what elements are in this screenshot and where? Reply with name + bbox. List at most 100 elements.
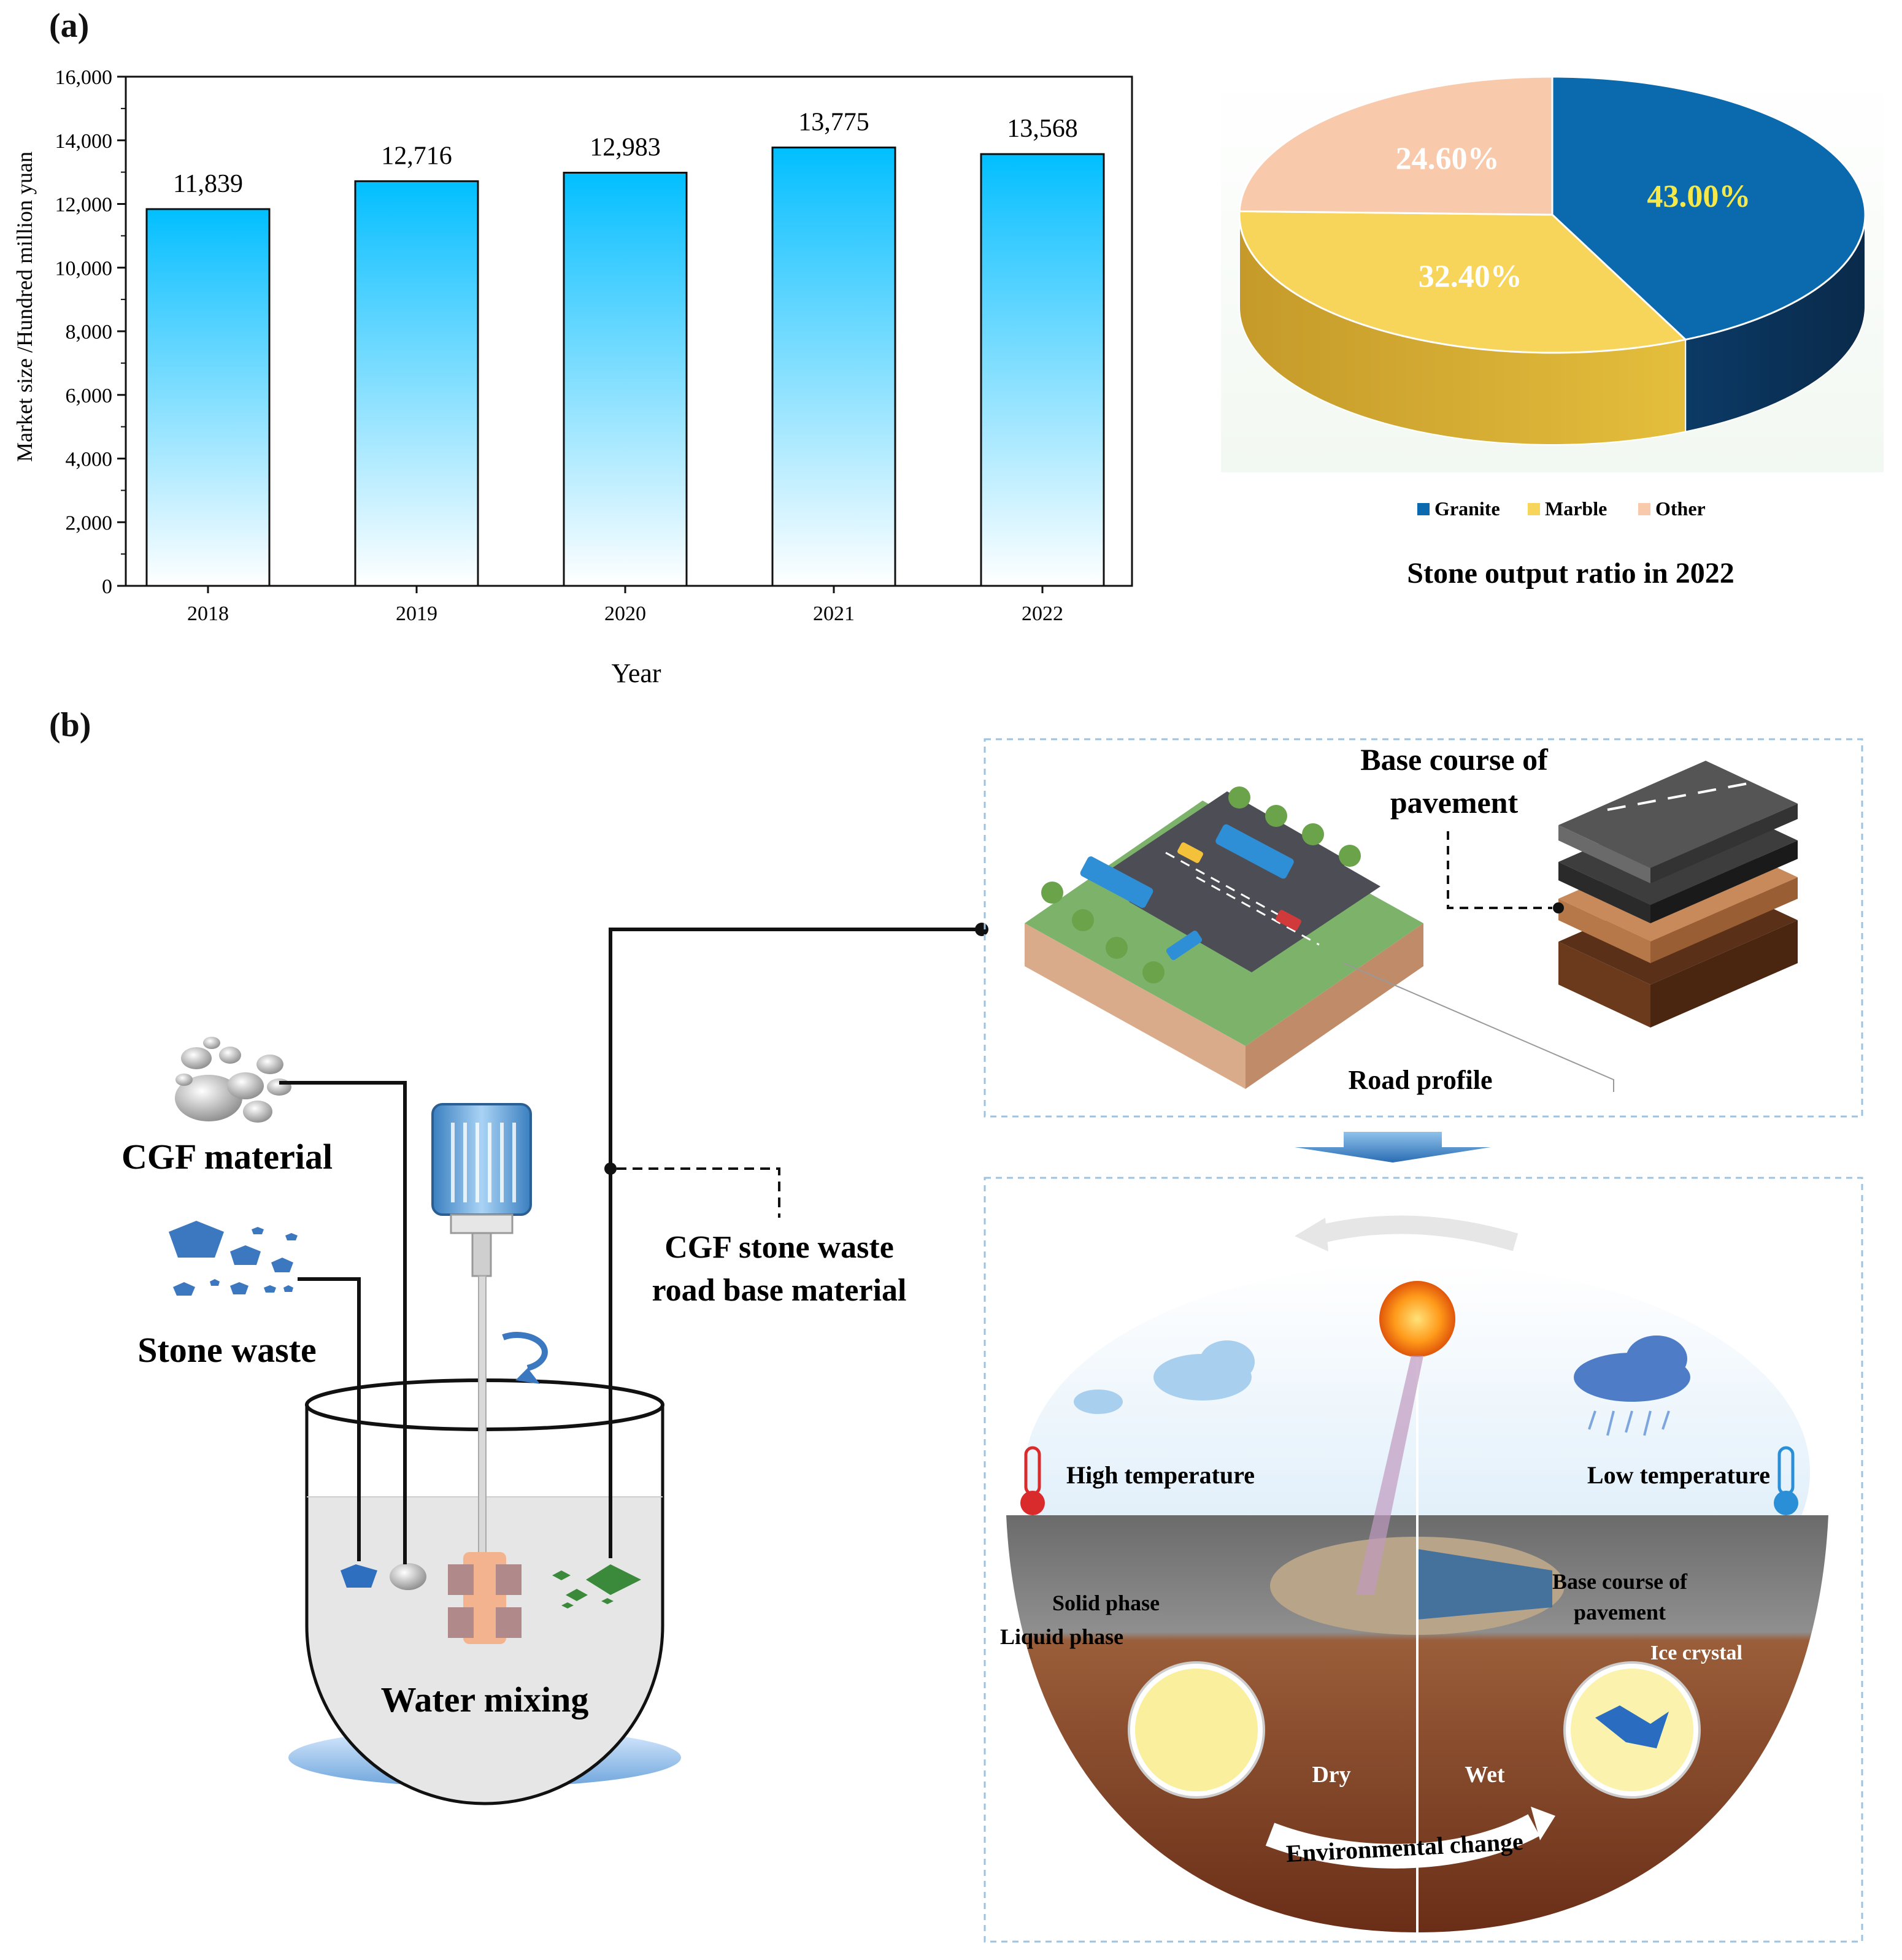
y-tick-label: 4,000 [66, 448, 113, 471]
dry-label: Dry [1312, 1762, 1350, 1788]
road-base-material-in-vessel-icon [552, 1564, 641, 1608]
bar-chart-xlabel: Year [611, 658, 661, 688]
base-course-2-label-line1: Base course of [1552, 1569, 1688, 1594]
bar [354, 180, 479, 587]
pavement-layers [1558, 761, 1798, 1028]
liquid-phase-label: Liquid phase [1000, 1624, 1123, 1649]
legend-swatch [1528, 503, 1540, 515]
high-temperature-label: High temperature [1066, 1461, 1255, 1489]
connector-dot-material [604, 1163, 617, 1175]
solid-phase-label: Solid phase [1052, 1591, 1160, 1615]
sun-ray [1356, 1356, 1423, 1595]
bar-value-label: 12,716 [381, 142, 452, 170]
rotation-arrowhead-icon [515, 1368, 540, 1384]
ice-crystal-shape [1595, 1705, 1669, 1748]
stirrer-motor [431, 1103, 532, 1559]
y-tick-label: 0 [102, 575, 112, 598]
pie-slice [1238, 75, 1554, 216]
rain-cloud-icon [1574, 1335, 1690, 1436]
connector-dot-road [975, 923, 988, 936]
base-course-block [1417, 1549, 1552, 1620]
dashed-leader-base-course [1447, 831, 1552, 909]
stone-waste-icon [169, 1221, 298, 1296]
thermometer-cold-icon [1774, 1446, 1798, 1515]
bar-value-label: 11,839 [173, 170, 243, 198]
environmental-change-arrow-icon [1265, 1814, 1540, 1869]
stirrer-paddle [448, 1552, 522, 1644]
y-tick-label: 8,000 [66, 321, 113, 344]
ice-crystal-label: Ice crystal [1650, 1642, 1742, 1664]
bar-value-label: 13,568 [1007, 115, 1078, 143]
legend-swatch [1417, 503, 1430, 515]
x-tick-label: 2021 [813, 602, 855, 625]
base-course-2-label-line2: pavement [1574, 1600, 1666, 1624]
stone-waste-label: Stone waste [137, 1330, 317, 1370]
base-course-label-line1: Base course of [1360, 742, 1549, 777]
pie-value-label: 32.40% [1419, 259, 1522, 294]
pie-value-labels: 43.00% 32.40% 24.60% [1396, 141, 1751, 294]
environmental-change-arrowhead-icon [1531, 1807, 1555, 1840]
stone-waste-in-vessel-icon [341, 1564, 377, 1588]
sun-icon [1379, 1281, 1455, 1357]
y-tick-label: 16,000 [55, 66, 113, 89]
y-tick-label: 10,000 [55, 257, 113, 280]
pie-slice [1238, 210, 1688, 354]
cgf-material-label: CGF material [121, 1137, 333, 1177]
legend-label: Other [1655, 498, 1706, 520]
process-diagram: CGF material Stone waste [121, 738, 1863, 1943]
cycle-arrowhead-icon [1295, 1218, 1328, 1251]
road-base-material-label-line2: road base material [652, 1273, 907, 1308]
cycle-arrow-icon [1323, 1215, 1519, 1251]
panel-label-a: (a) [49, 7, 90, 45]
pie-legend: Granite Marble Other [1417, 498, 1706, 520]
bar-chart: 0 2,000 4,000 6,000 8,000 10,000 12,000 14,000 1… [12, 66, 1133, 688]
bar-value-label: 12,983 [590, 134, 661, 162]
thermometer-hot-icon [1020, 1446, 1045, 1515]
cgf-material-icon [175, 1037, 291, 1123]
road-box [984, 738, 1863, 1118]
cgf-in-vessel-icon [390, 1563, 426, 1590]
y-tick-label: 2,000 [66, 512, 113, 534]
pie-value-label: 24.60% [1396, 141, 1500, 176]
legend-label: Granite [1434, 498, 1500, 520]
pie-chart: 43.00% 32.40% 24.60% Granite Marble Other St… [1221, 74, 1884, 590]
connector-lines [279, 928, 982, 1564]
legend-label: Marble [1545, 498, 1607, 520]
bar-chart-axes: 0 2,000 4,000 6,000 8,000 10,000 12,000 14,000 1… [55, 66, 1133, 625]
road-base-material-label-line1: CGF stone waste [664, 1230, 894, 1265]
x-tick-label: 2022 [1022, 602, 1063, 625]
pie-value-label: 43.00% [1647, 179, 1750, 214]
road-profile-label: Road profile [1348, 1065, 1492, 1095]
road-illustration [1025, 786, 1423, 1089]
pie-slices [1238, 75, 1866, 445]
dashed-leader-material [617, 1167, 780, 1218]
y-tick-label: 6,000 [66, 385, 113, 407]
environment-box [984, 1177, 1863, 1943]
down-arrow-icon [1295, 1132, 1491, 1163]
water-mixing-label: Water mixing [381, 1680, 589, 1720]
legend-swatch [1638, 503, 1650, 515]
cloud-icon-left [1074, 1340, 1255, 1414]
pie-slice [1551, 75, 1866, 341]
x-tick-label: 2018 [187, 602, 229, 625]
base-course-label-line2: pavement [1390, 785, 1519, 820]
panel-label-b: (b) [49, 706, 91, 744]
low-temperature-label: Low temperature [1587, 1461, 1770, 1489]
bar-chart-ylabel: Market size /Hundred million yuan [12, 152, 37, 462]
bar [145, 208, 271, 587]
y-tick-label: 12,000 [55, 194, 113, 217]
bar-chart-bars: 11,839 12,716 12,983 13,775 13,568 [145, 108, 1105, 587]
bar [563, 172, 688, 587]
profile-leader [1343, 963, 1614, 1092]
pie-title: Stone output ratio in 2022 [1407, 557, 1734, 590]
bar-value-label: 13,775 [798, 108, 869, 136]
rotation-arrow-icon [502, 1332, 548, 1371]
y-tick-label: 14,000 [55, 130, 113, 153]
bar [771, 146, 896, 587]
wet-label: Wet [1465, 1762, 1505, 1788]
dry-microstructure-fill [1135, 1669, 1258, 1791]
x-tick-label: 2020 [604, 602, 646, 625]
x-tick-label: 2019 [396, 602, 437, 625]
bar [980, 153, 1105, 587]
base-course-dot [1553, 902, 1564, 913]
